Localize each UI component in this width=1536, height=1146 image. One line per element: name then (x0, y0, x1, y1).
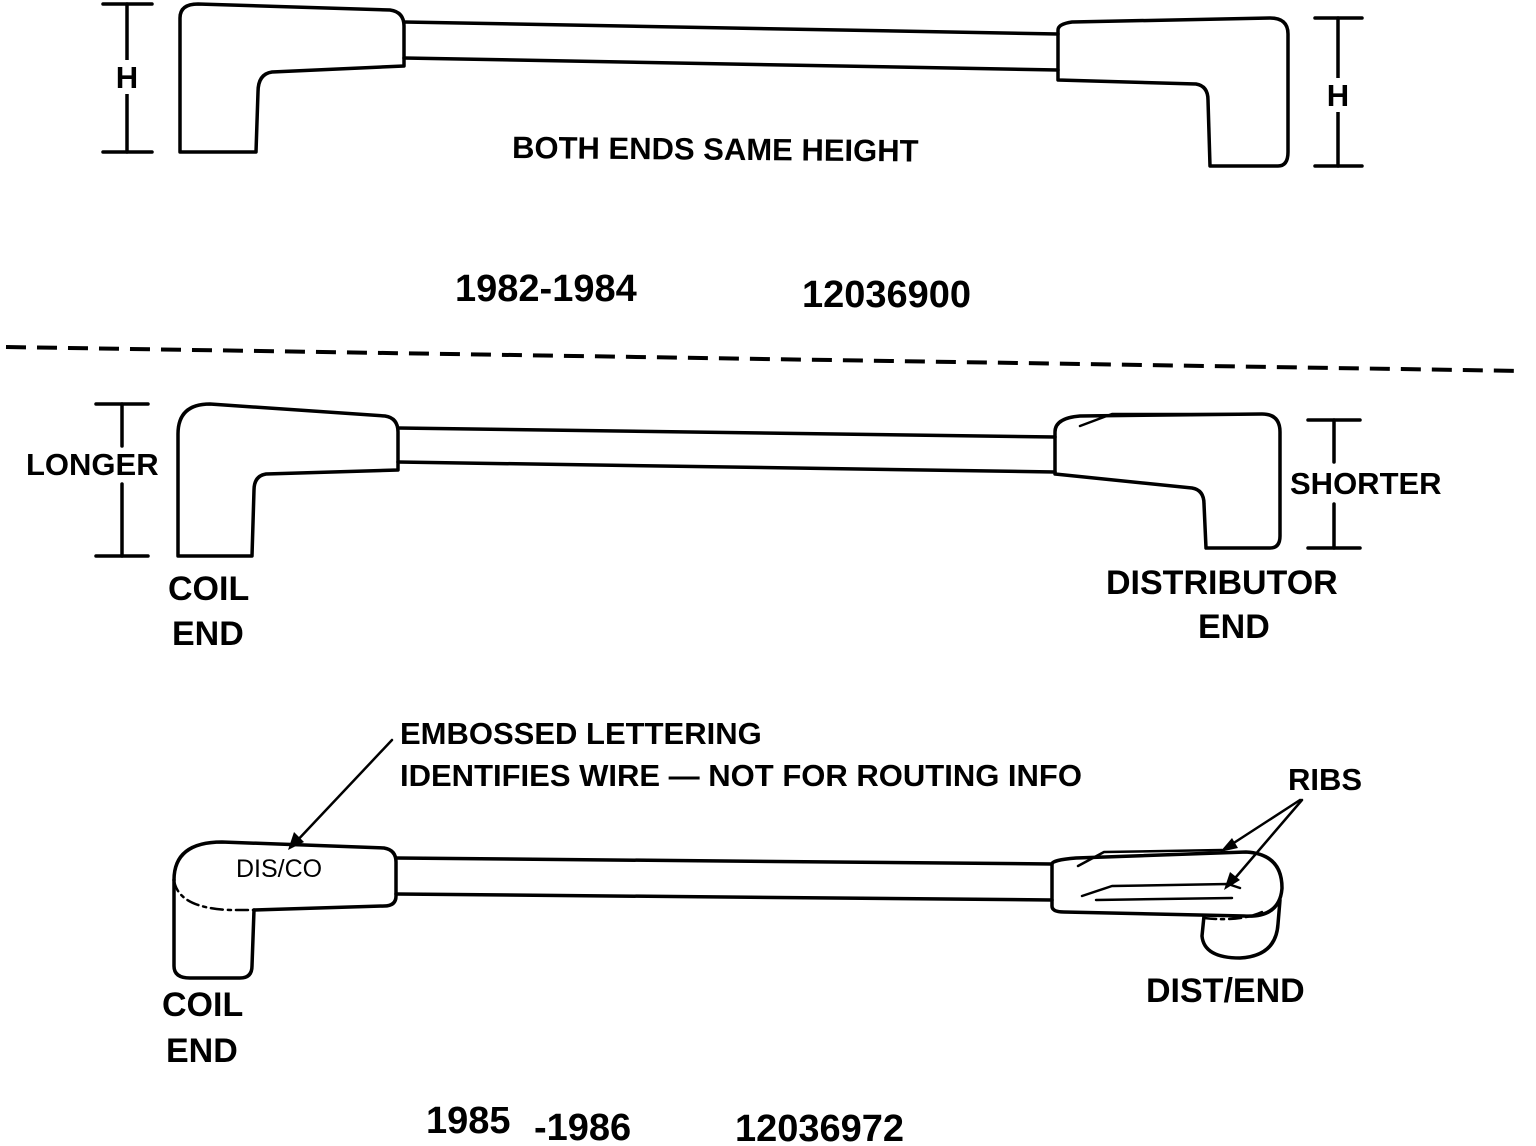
wire-cable-1985 (394, 856, 1054, 902)
dist-boot-1985 (1050, 848, 1284, 960)
embossed-note-line1: EMBOSSED LETTERING (400, 716, 762, 751)
dist-end-label: DIST/END (1146, 972, 1305, 1010)
same-height-note: BOTH ENDS SAME HEIGHT (512, 130, 919, 169)
distributor-end-label-line1: DISTRIBUTOR (1106, 564, 1338, 602)
longer-dimension (94, 402, 150, 558)
embossed-leader-arrow (288, 738, 394, 850)
distributor-boot-top-edge (1078, 412, 1254, 428)
ribs-leader-arrows (1220, 798, 1304, 890)
shorter-dimension (1306, 418, 1362, 550)
part-number-12036900: 12036900 (802, 274, 971, 316)
section-length-comparison: LONGER SHORTER COIL END DISTRIBUTOR END (26, 402, 1442, 653)
section-1985-1986: EMBOSSED LETTERING IDENTIFIES WIRE — NOT… (162, 716, 1362, 1146)
coil-boot-1985: DIS/CO (172, 840, 398, 980)
section-divider (5, 345, 1525, 373)
shorter-label: SHORTER (1290, 466, 1442, 501)
distributor-end-label-line2: END (1198, 608, 1270, 646)
wire-cable-1982 (402, 20, 1060, 72)
years-1982-1984: 1982-1984 (455, 268, 637, 310)
part-number-12036972: 12036972 (735, 1108, 904, 1146)
embossed-note-line2: IDENTIFIES WIRE — NOT FOR ROUTING INFO (400, 758, 1082, 793)
rib-upper (1076, 848, 1224, 868)
coil-boot-longer (176, 402, 400, 558)
rib-lower (1080, 882, 1242, 898)
coil-end-1985-line1: COIL (162, 986, 243, 1024)
coil-end-label-line2: END (172, 615, 244, 653)
height-dimension-right: H (1313, 16, 1364, 168)
ribs-label: RIBS (1288, 762, 1362, 797)
coil-end-1985-line2: END (166, 1032, 238, 1070)
section-1982-1984: H H BOTH ENDS SAME HEIGHT 1982-1984 1203… (101, 2, 1364, 316)
years-1985: 1985 (426, 1100, 511, 1142)
distributor-boot-shorter (1053, 412, 1282, 550)
coil-end-label-line1: COIL (168, 570, 249, 608)
distributor-boot-1982 (1056, 16, 1290, 168)
years-1986: -1986 (534, 1107, 631, 1146)
height-mark-left: H (116, 60, 138, 95)
embossed-lettering: DIS/CO (236, 855, 322, 883)
wire-cable-middle (396, 426, 1057, 474)
coil-boot-1982 (178, 2, 406, 154)
height-dimension-left: H (101, 2, 154, 154)
longer-label: LONGER (26, 447, 159, 482)
height-mark-right: H (1327, 78, 1349, 113)
